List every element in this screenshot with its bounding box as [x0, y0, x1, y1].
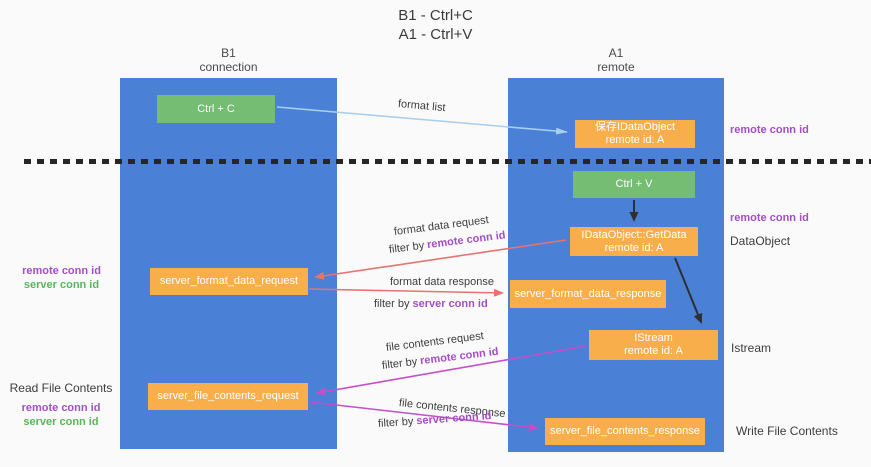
box-server-format-data-request-label: server_format_data_request [159, 275, 299, 287]
filter-by-text: filter by [388, 239, 425, 256]
arrow-format-data-response [308, 288, 504, 297]
lane-b1-subtitle: connection [199, 60, 258, 74]
diagram-title-line2: A1 - Ctrl+V [398, 26, 473, 43]
label-format-list: format list [397, 98, 447, 115]
box-server-format-data-response-label: server_format_data_response [514, 287, 662, 300]
box-istream-line1: IStream [634, 332, 673, 344]
box-idataobject-getdata-line2: remote id: A [604, 241, 664, 254]
box-save-idataobject-line1: 保存IDataObject [594, 121, 676, 133]
lane-header-b1: B1 connection [120, 46, 337, 74]
diagram-title-line1: B1 - Ctrl+C [398, 7, 473, 24]
box-server-format-data-response: server_format_data_response [510, 280, 666, 308]
left-server-conn-id-label-2: server conn id [23, 416, 99, 428]
box-server-format-data-request: server_format_data_request [150, 268, 308, 295]
remote-conn-id-text: remote conn id [419, 345, 500, 368]
server-conn-id-text: server conn id [415, 410, 492, 428]
lane-b1-title: B1 [221, 46, 236, 60]
right-istream-label: Istream [731, 341, 772, 355]
box-ctrl-c-label: Ctrl + C [197, 102, 235, 115]
left-server-conn-id-label: server conn id [23, 279, 100, 291]
right-dataobject-label: DataObject [730, 234, 791, 248]
diagram-title: B1 - Ctrl+C A1 - Ctrl+V [0, 6, 871, 44]
lane-a1-subtitle: remote [597, 60, 635, 74]
filter-by-text: filter by [381, 355, 418, 372]
box-server-file-contents-request: server_file_contents_request [148, 383, 308, 410]
box-idataobject-getdata-line1: IDataObject::GetData [581, 228, 687, 241]
server-conn-id-text: server conn id [412, 298, 488, 310]
box-save-idataobject: 保存IDataObject remote id: A [575, 120, 695, 148]
box-server-file-contents-request-label: server_file_contents_request [157, 390, 299, 402]
lane-header-a1: A1 remote [508, 46, 724, 74]
dashed-divider [24, 159, 871, 164]
right-remote-conn-id-mid: remote conn id [730, 212, 809, 224]
box-server-file-contents-response: server_file_contents_response [545, 418, 705, 445]
box-ctrl-v-label: Ctrl + V [615, 178, 653, 190]
left-conn-ids-format: remote conn id server conn id [8, 264, 115, 292]
read-file-contents-label: Read File Contents [9, 381, 113, 395]
left-file-contents-block: Read File Contents remote conn id server… [6, 381, 116, 429]
right-remote-conn-id-top: remote conn id [730, 124, 809, 136]
filter-by-text: filter by [377, 415, 414, 430]
box-server-file-contents-response-label: server_file_contents_response [550, 425, 700, 437]
box-ctrl-v: Ctrl + V [573, 171, 695, 198]
box-ctrl-c: Ctrl + C [157, 95, 275, 123]
box-istream-line2: remote id: A [624, 345, 683, 357]
box-idataobject-getdata: IDataObject::GetData remote id: A [570, 227, 698, 256]
box-save-idataobject-line2: remote id: A [605, 134, 665, 146]
lane-a1-title: A1 [608, 46, 624, 60]
write-file-contents-label: Write File Contents [736, 424, 838, 438]
left-remote-conn-id-label: remote conn id [22, 265, 101, 277]
filter-by-text: filter by [374, 298, 410, 310]
left-remote-conn-id-label-2: remote conn id [21, 402, 101, 414]
label-format-data-response: format data response [390, 276, 494, 288]
box-istream: IStream remote id: A [589, 330, 718, 360]
remote-conn-id-text: remote conn id [426, 229, 507, 252]
